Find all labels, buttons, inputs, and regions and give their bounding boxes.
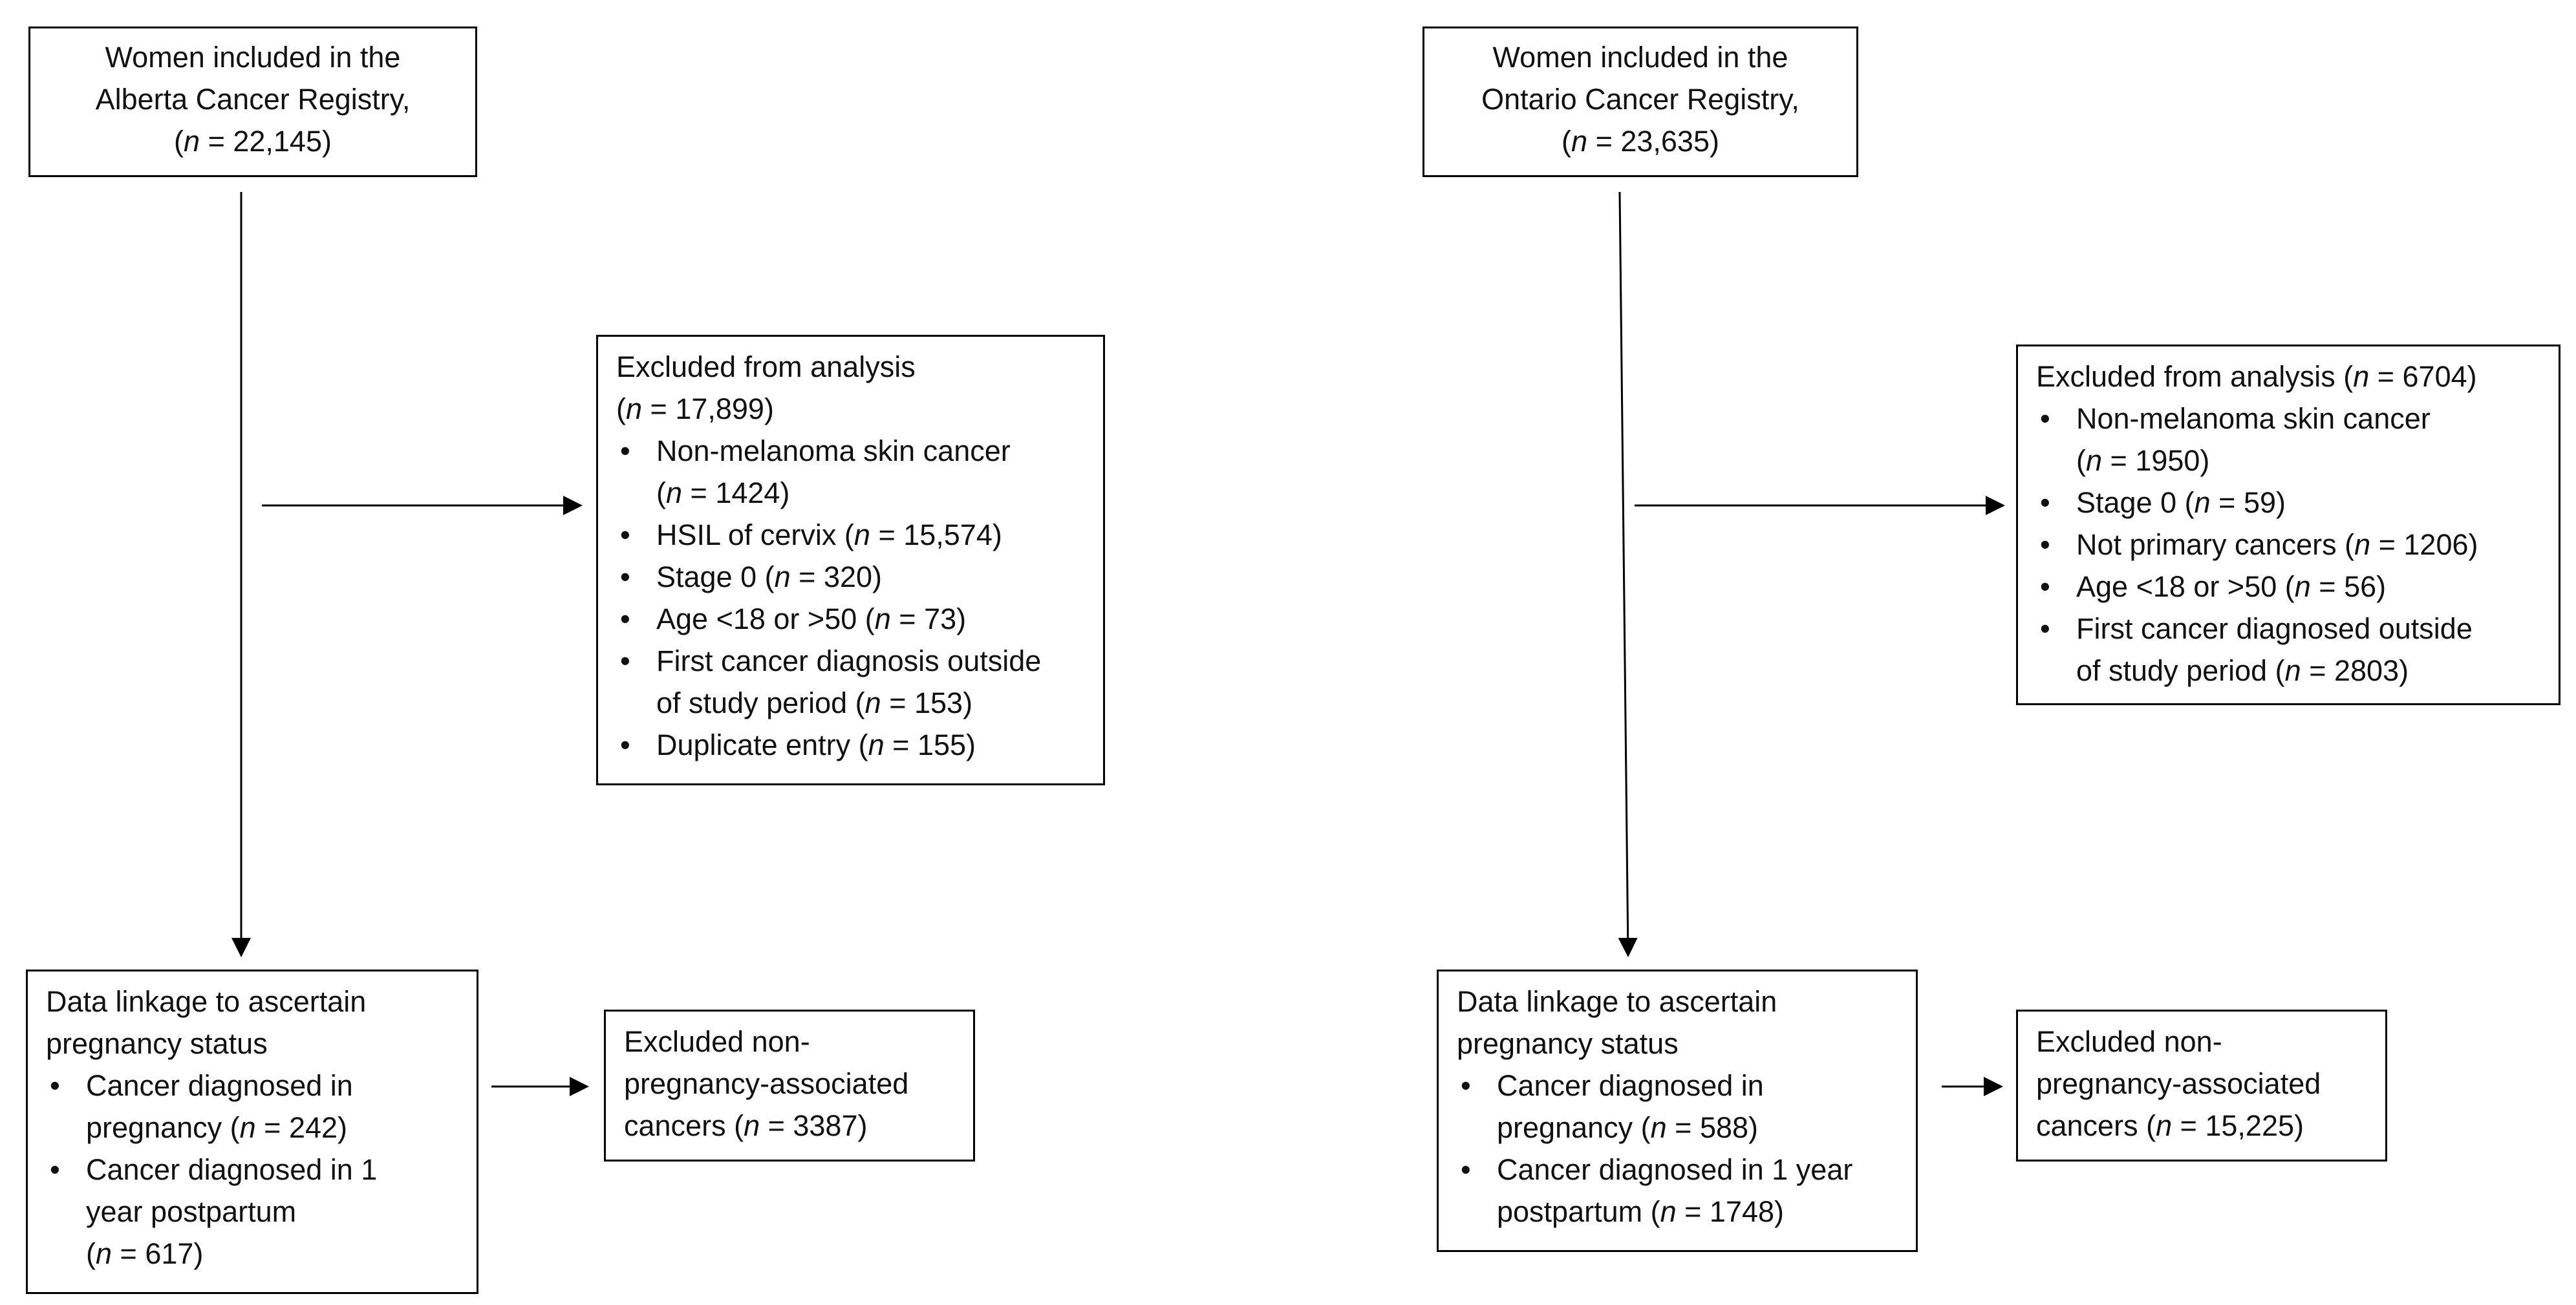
- ontario-nonpreg-line1: Excluded non-: [2036, 1025, 2222, 1058]
- ontario-excluded-box: Excluded from analysis (n = 6704) Non-me…: [2016, 345, 2560, 705]
- ontario-source-box: Women included in the Ontario Cancer Reg…: [1422, 27, 1858, 177]
- list-item: Non-melanoma skin cancer(n = 1950): [2036, 398, 2540, 482]
- list-item: Non-melanoma skin cancer(n = 1424): [616, 430, 1085, 514]
- ontario-linkage-line2: pregnancy status: [1457, 1027, 1679, 1060]
- alberta-source-box: Women included in the Alberta Cancer Reg…: [28, 27, 477, 177]
- alberta-excluded-title: Excluded from analysis: [616, 350, 916, 383]
- alberta-source-count: (n = 22,145): [174, 125, 332, 158]
- ontario-linkage-line1: Data linkage to ascertain: [1457, 985, 1777, 1018]
- ontario-source-count: (n = 23,635): [1562, 125, 1719, 158]
- ontario-exclusion-list: Non-melanoma skin cancer(n = 1950) Stage…: [2036, 398, 2540, 692]
- list-item: Stage 0 (n = 59): [2036, 482, 2540, 524]
- list-item: Not primary cancers (n = 1206): [2036, 524, 2540, 566]
- count-value: = 23,635): [1587, 125, 1719, 158]
- n-symbol: n: [626, 392, 643, 425]
- ontario-nonpreg-line2: pregnancy-associated: [2036, 1067, 2321, 1100]
- alberta-exclusion-list: Non-melanoma skin cancer(n = 1424) HSIL …: [616, 430, 1085, 766]
- alberta-nonpreg-line2: pregnancy-associated: [624, 1067, 909, 1100]
- list-item: Stage 0 (n = 320): [616, 556, 1085, 598]
- ontario-down-arrow: [1618, 191, 1638, 957]
- list-item: Duplicate entry (n = 155): [616, 724, 1085, 766]
- alberta-nonpreg-line3: cancers (n = 3387): [624, 1109, 868, 1142]
- count-value: = 17,899): [642, 392, 774, 425]
- list-item: Age <18 or >50 (n = 73): [616, 598, 1085, 640]
- ontario-excluded-title: Excluded from analysis (n = 6704): [2036, 360, 2477, 393]
- ontario-linkage-box: Data linkage to ascertain pregnancy stat…: [1437, 970, 1918, 1252]
- alberta-source-line2: Alberta Cancer Registry,: [95, 83, 411, 116]
- alberta-nonpreg-box: Excluded non- pregnancy-associated cance…: [604, 1010, 975, 1162]
- alberta-nonpreg-line1: Excluded non-: [624, 1025, 810, 1058]
- alberta-source-line1: Women included in the: [105, 41, 401, 74]
- alberta-linkage-line1: Data linkage to ascertain: [46, 985, 367, 1018]
- alberta-linkage-box: Data linkage to ascertain pregnancy stat…: [26, 970, 478, 1294]
- ontario-nonpreg-box: Excluded non- pregnancy-associated cance…: [2016, 1010, 2387, 1162]
- list-item: Age <18 or >50 (n = 56): [2036, 566, 2540, 608]
- ontario-source-line2: Ontario Cancer Registry,: [1481, 83, 1799, 116]
- list-item: HSIL of cervix (n = 15,574): [616, 514, 1085, 556]
- alberta-excluded-total: (n = 17,899): [616, 392, 774, 425]
- n-symbol: n: [1571, 125, 1588, 158]
- n-symbol: n: [184, 125, 200, 158]
- alberta-linkage-line2: pregnancy status: [46, 1027, 268, 1060]
- ontario-nonpreg-line3: cancers (n = 15,225): [2036, 1109, 2304, 1142]
- ontario-source-line1: Women included in the: [1492, 41, 1788, 74]
- count-value: = 22,145): [200, 125, 332, 158]
- alberta-excluded-box: Excluded from analysis (n = 17,899) Non-…: [596, 335, 1105, 785]
